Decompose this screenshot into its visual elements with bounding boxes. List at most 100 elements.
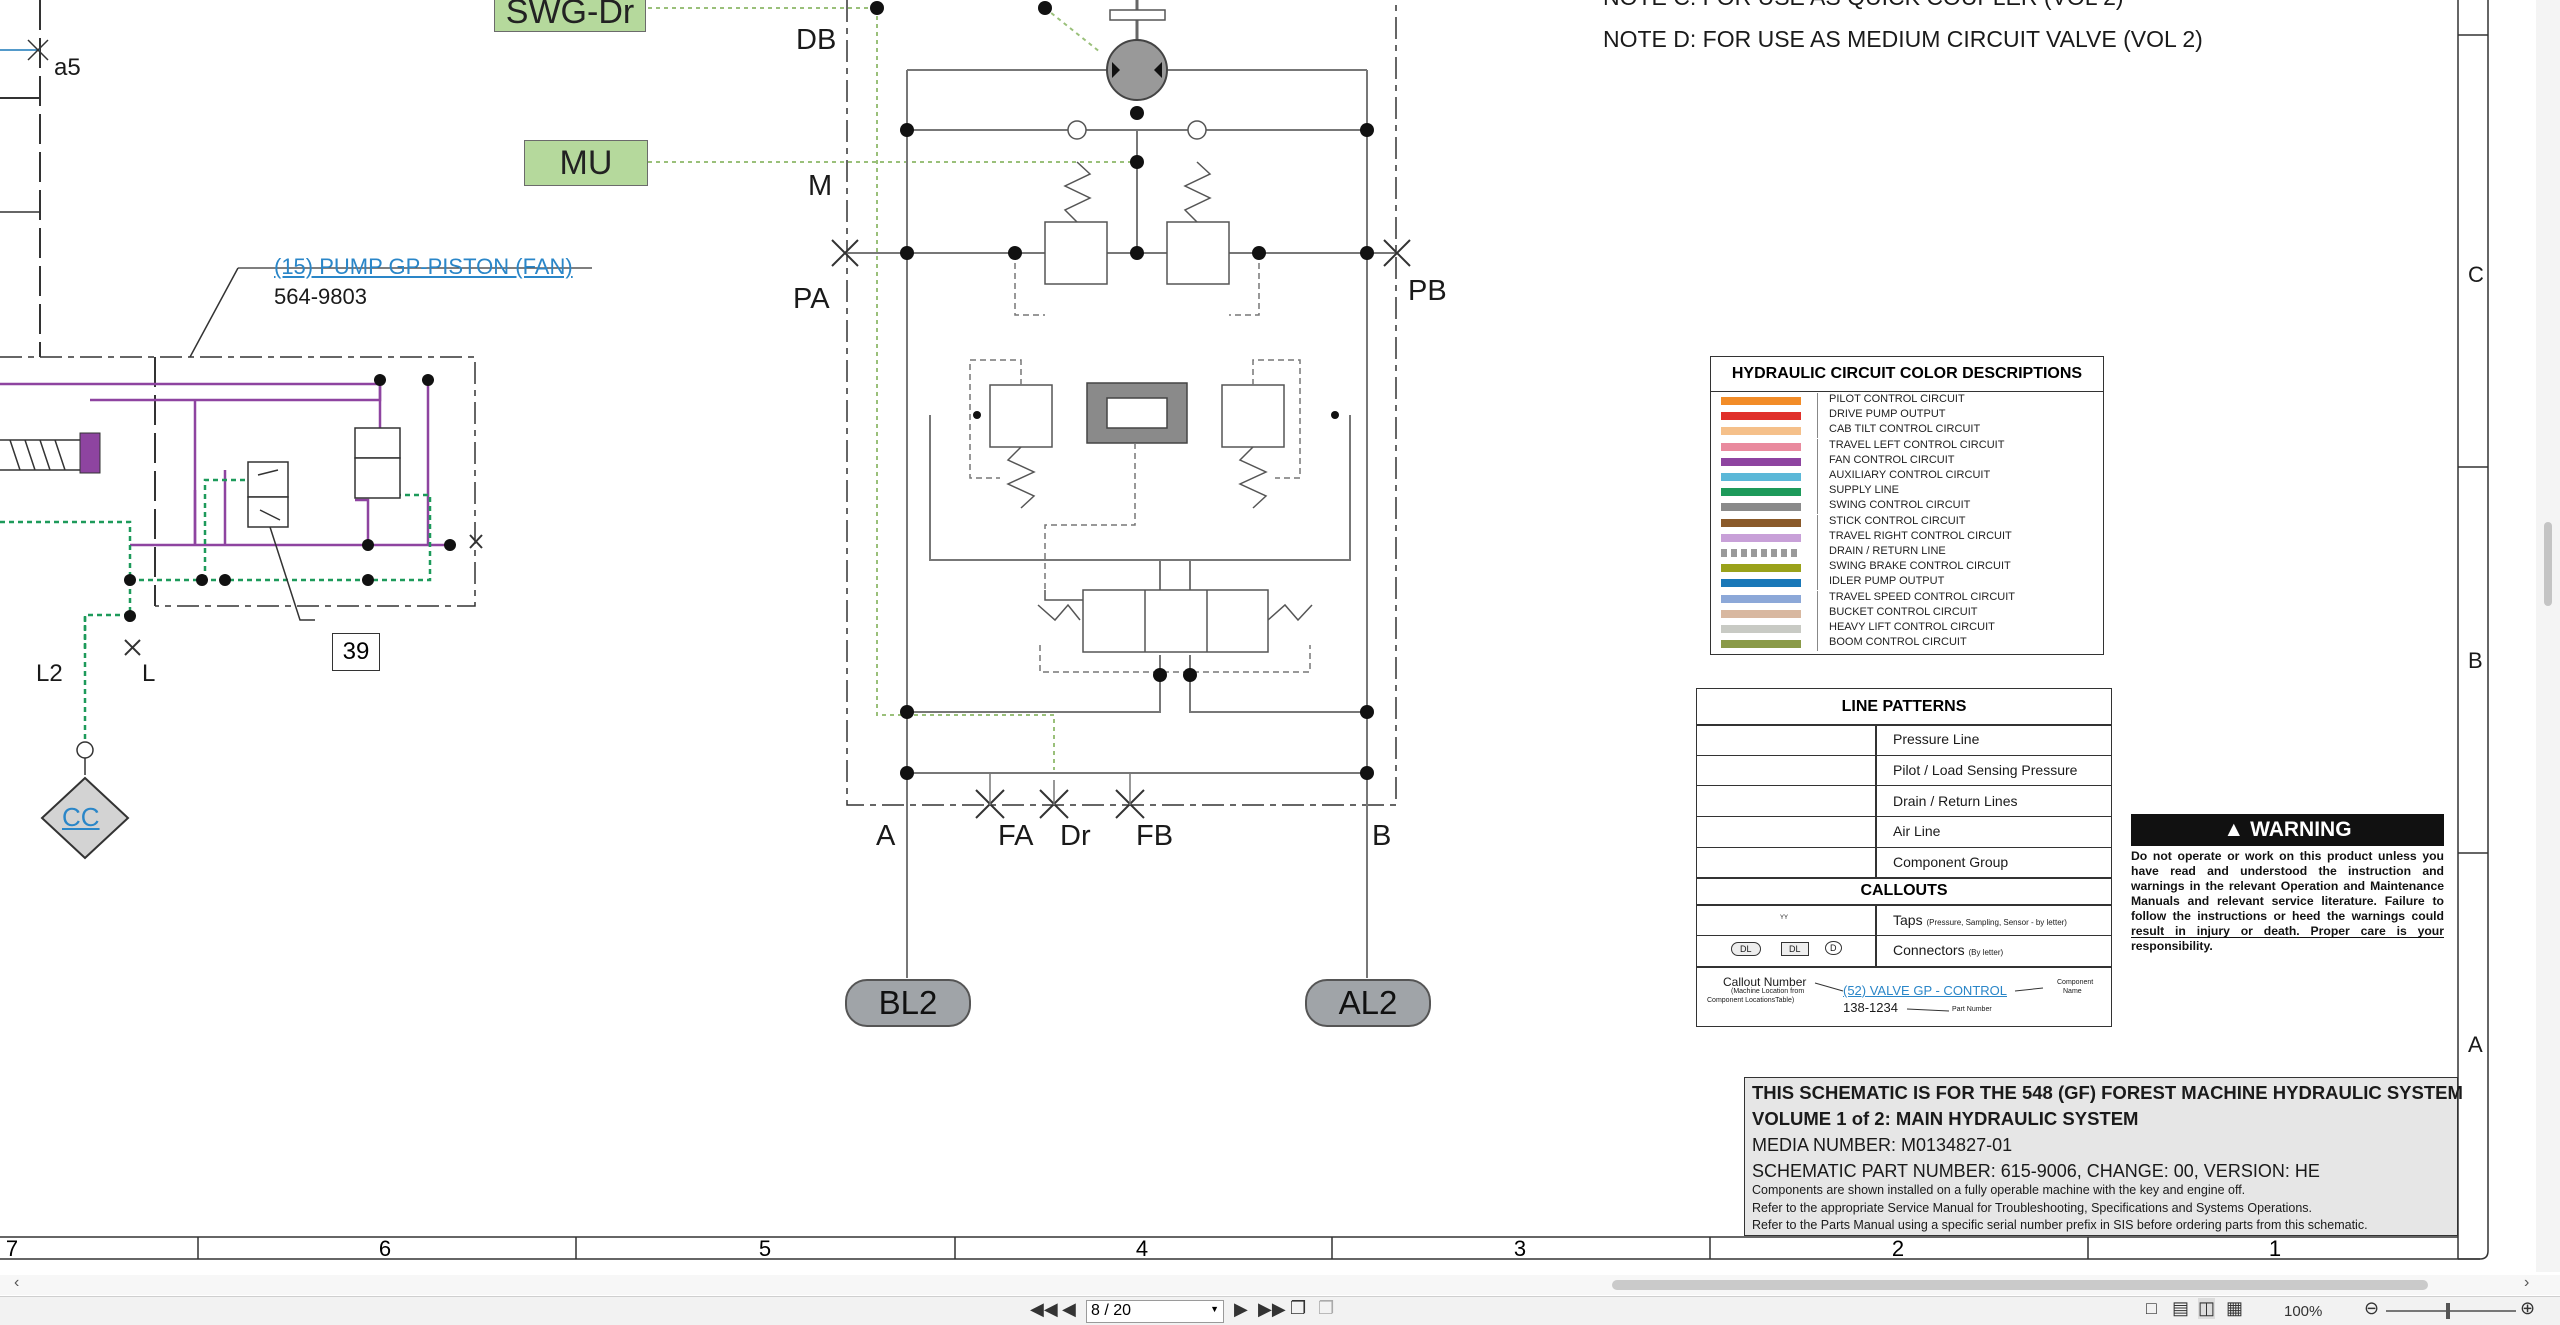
color-legend-label: FAN CONTROL CIRCUIT (1829, 453, 1955, 466)
color-legend-label: BUCKET CONTROL CIRCUIT (1829, 605, 1978, 618)
previous-page-icon[interactable]: ◀ (1062, 1299, 1076, 1319)
port-db: DB (796, 24, 837, 56)
mu-tag[interactable]: MU (524, 140, 648, 186)
next-page-icon[interactable]: ▶ (1234, 1299, 1248, 1319)
connector-dl-1: DL (1731, 942, 1761, 956)
warning-triangle-icon: ▲ (2223, 818, 2245, 841)
zone-col-6: 6 (378, 1236, 392, 1261)
color-legend-divider (1817, 605, 1818, 621)
first-page-icon[interactable]: ◀◀ (1030, 1299, 1058, 1319)
component-name-label-1: Component (2057, 979, 2094, 986)
color-legend-row: BUCKET CONTROL CIRCUIT (1711, 605, 2103, 621)
color-legend-row: IDLER PUMP OUTPUT (1711, 575, 2103, 591)
connectors-note: (By letter) (1968, 948, 2004, 957)
page-icon[interactable]: ❐ (1318, 1298, 1335, 1318)
color-legend-row: SUPPLY LINE (1711, 484, 2103, 500)
page-number-field[interactable]: 8 / 20 ▼ (1086, 1300, 1224, 1323)
pattern-pressure: Pressure Line (1893, 731, 1980, 747)
color-legend-row: STICK CONTROL CIRCUIT (1711, 514, 2103, 530)
color-legend-divider (1817, 438, 1818, 454)
pump-gp-piston-fan-link[interactable]: (15) PUMP GP-PISTON (FAN) (274, 254, 573, 279)
warning-text: Do not operate or work on this product u… (2131, 849, 2444, 953)
port-b: B (1372, 820, 1392, 852)
color-legend-label: TRAVEL RIGHT CONTROL CIRCUIT (1829, 529, 2012, 542)
page-indicator: 8 / 20 (1091, 1302, 1132, 1319)
scroll-right-arrow-icon[interactable]: › (2524, 1274, 2530, 1291)
color-swatch (1721, 457, 1801, 466)
color-legend-label: HEAVY LIFT CONTROL CIRCUIT (1829, 621, 1995, 633)
al2-connector[interactable]: AL2 (1305, 979, 1431, 1027)
scroll-left-arrow-icon[interactable]: ‹ (14, 1274, 20, 1291)
color-legend-row: DRIVE PUMP OUTPUT (1711, 408, 2103, 424)
copy-icon[interactable]: ❐ (1290, 1298, 1307, 1318)
zone-col-7: 7 (5, 1236, 19, 1261)
last-page-icon[interactable]: ▶▶ (1258, 1299, 1286, 1319)
color-legend-divider (1817, 453, 1818, 469)
color-swatch (1721, 397, 1801, 405)
color-legend-divider (1817, 636, 1818, 652)
connector-d: D (1825, 941, 1842, 955)
swg-dr-tag[interactable]: SWG-Dr (494, 0, 646, 32)
color-legend-label: PILOT CONTROL CIRCUIT (1829, 393, 1965, 405)
color-legend-label: IDLER PUMP OUTPUT (1829, 575, 1945, 588)
callout-39: 39 (332, 633, 380, 671)
color-swatch (1721, 412, 1801, 421)
line-patterns-legend: LINE PATTERNS Pressure Line Pilot / Load… (1696, 688, 2112, 1027)
bl2-connector[interactable]: BL2 (845, 979, 971, 1027)
page-dropdown-icon[interactable]: ▼ (1210, 1304, 1219, 1314)
color-legend-row: CAB TILT CONTROL CIRCUIT (1711, 423, 2103, 439)
color-swatch (1721, 473, 1801, 481)
viewer-toolbar: ◀◀ ◀ 8 / 20 ▼ ▶ ▶▶ ❐ ❐ □ ▤ ◫ ▦ 100% ⊖ ⊕ (0, 1296, 2560, 1325)
part-number-label: Part Number (1952, 1006, 1992, 1013)
color-legend-divider (1817, 423, 1818, 439)
tap-symbol: YY (1780, 915, 1789, 921)
single-page-view-icon[interactable]: □ (2146, 1298, 2157, 1318)
color-legend-title: HYDRAULIC CIRCUIT COLOR DESCRIPTIONS (1711, 357, 2103, 392)
callout-number-label: Callout Number (1723, 975, 1807, 989)
color-legend-divider (1817, 408, 1818, 424)
color-swatch (1721, 579, 1801, 588)
callouts-title: CALLOUTS (1860, 882, 1948, 899)
color-legend-divider (1817, 575, 1818, 591)
connectors-label-text: Connectors (1893, 942, 1965, 958)
warning-rule (2131, 937, 2444, 938)
color-legend: HYDRAULIC CIRCUIT COLOR DESCRIPTIONS PIL… (1710, 356, 2104, 655)
color-legend-divider (1817, 545, 1818, 560)
cc-tap-link[interactable]: CC (62, 802, 100, 832)
pattern-drain: Drain / Return Lines (1893, 793, 2018, 809)
example-part-number: 138-1234 (1843, 1000, 1898, 1015)
swing-valve-block (648, 0, 1411, 978)
horizontal-scrollbar-thumb[interactable] (1612, 1280, 2428, 1290)
color-swatch (1721, 518, 1801, 527)
color-legend-label: SWING CONTROL CIRCUIT (1829, 499, 1971, 512)
color-legend-divider (1817, 469, 1818, 484)
color-legend-row: FAN CONTROL CIRCUIT (1711, 453, 2103, 469)
two-page-continuous-icon[interactable]: ▦ (2226, 1298, 2244, 1318)
zoom-slider-thumb[interactable] (2446, 1303, 2450, 1319)
color-legend-divider (1817, 499, 1818, 515)
two-page-view-icon[interactable]: ◫ (2198, 1298, 2216, 1319)
zone-row-c: C (2468, 262, 2484, 287)
color-legend-row: HEAVY LIFT CONTROL CIRCUIT (1711, 621, 2103, 636)
zone-row-a: A (2468, 1032, 2483, 1057)
continuous-view-icon[interactable]: ▤ (2172, 1298, 2190, 1318)
zoom-in-icon[interactable]: ⊕ (2520, 1298, 2536, 1318)
port-m: M (808, 170, 833, 202)
zoom-slider[interactable] (2386, 1303, 2516, 1319)
vertical-scrollbar[interactable] (2536, 0, 2560, 1272)
component-name-label-2: Name (2063, 988, 2082, 995)
port-pa: PA (793, 283, 830, 315)
callout-number-note1: (Machine Location from (1731, 988, 1805, 995)
port-l: L (142, 660, 156, 687)
pattern-pilot: Pilot / Load Sensing Pressure (1893, 762, 2078, 778)
example-component-link[interactable]: (52) VALVE GP - CONTROL (1843, 983, 2007, 998)
horizontal-scrollbar[interactable]: ‹ › (0, 1274, 2560, 1295)
port-a5: a5 (54, 54, 81, 81)
note-c: NOTE C: FOR USE AS QUICK COUPLER (VOL 2) (1603, 0, 2124, 11)
callout-arrows (1814, 982, 2044, 1012)
zoom-level: 100% (2284, 1303, 2323, 1320)
vertical-scrollbar-thumb[interactable] (2544, 522, 2552, 606)
color-legend-label: TRAVEL LEFT CONTROL CIRCUIT (1829, 438, 2005, 451)
zoom-out-icon[interactable]: ⊖ (2364, 1298, 2380, 1318)
